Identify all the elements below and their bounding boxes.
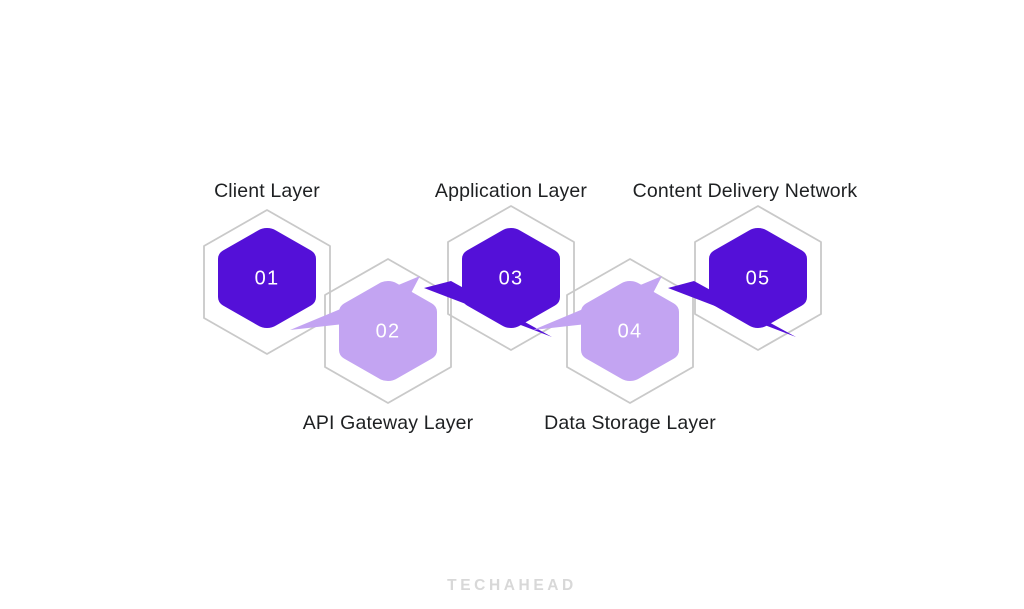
hexagon-number-02: 02: [376, 320, 401, 342]
hexagon-shape-03: [462, 228, 560, 328]
hexagon-step-01[interactable]: 01: [218, 228, 316, 328]
filled-hexagons: 01 02 03 04 05: [218, 228, 807, 381]
step-label-application-layer: Application Layer: [434, 180, 588, 202]
hexagon-step-05[interactable]: 05: [709, 228, 807, 328]
hexagon-step-02[interactable]: 02: [339, 281, 437, 381]
step-label-client-layer: Client Layer: [214, 180, 320, 202]
hexagon-number-04: 04: [618, 320, 643, 342]
step-label-api-gateway-layer: API Gateway Layer: [302, 412, 474, 434]
hexagon-shape-04: [581, 281, 679, 381]
hexagon-number-03: 03: [499, 267, 524, 289]
hexagon-step-03[interactable]: 03: [462, 228, 560, 328]
hexagon-shape-02: [339, 281, 437, 381]
hexagon-shape-01: [218, 228, 316, 328]
hexagon-shape-05: [709, 228, 807, 328]
outline-hexagon-03: [447, 205, 575, 351]
outline-hexagon-05: [694, 205, 822, 351]
hexagon-number-05: 05: [746, 267, 771, 289]
hexagon-step-04[interactable]: 04: [581, 281, 679, 381]
outline-hexagon-01: [204, 210, 330, 354]
step-label-content-delivery-network: Content Delivery Network: [632, 180, 858, 202]
step-label-data-storage-layer: Data Storage Layer: [544, 412, 716, 434]
hexagon-number-01: 01: [255, 267, 280, 289]
techahead-watermark: TECHAHEAD: [447, 577, 577, 594]
